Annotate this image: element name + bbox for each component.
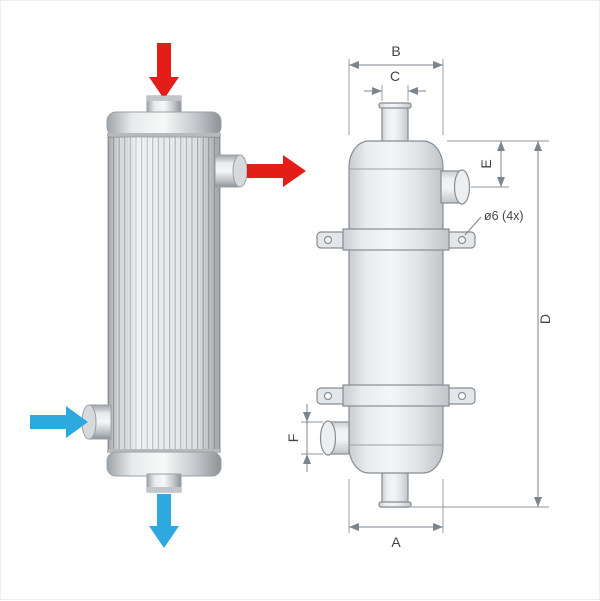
top-cap [106,111,222,137]
hole-callout: ø6 (4x) [464,209,524,236]
dim-d: D [411,141,553,508]
bracket-hole [323,235,333,245]
bottom-nozzle [146,473,182,493]
dim-label-a: A [391,534,401,550]
dim-b: B [348,43,444,135]
bottom-cap [106,449,222,477]
outline-upper-nozzle [440,169,471,205]
dim-e: E [447,140,549,188]
upper-bracket [316,228,476,251]
cold-outlet-arrow-icon [149,494,179,548]
hot-outlet-arrow-icon [247,155,306,187]
dim-label-e: E [478,159,494,168]
hot-outlet-nozzle [214,154,248,188]
lower-bracket [316,384,476,407]
dimension-view: B C E D [285,43,553,550]
hole-note: ø6 (4x) [484,209,524,223]
outline-bottom-pipe [378,468,412,508]
dim-a: A [348,479,444,550]
outline-top-pipe [378,102,412,144]
cold-inlet-nozzle [81,404,112,440]
bracket-hole [457,235,467,245]
outline-lower-nozzle [319,420,350,456]
bracket-hole [323,391,333,401]
cold-inlet-arrow-icon [30,406,88,438]
dim-c: C [364,68,426,101]
dim-label-c: C [390,68,400,84]
dim-label-d: D [537,314,553,324]
top-nozzle [146,95,182,115]
dim-label-b: B [391,43,400,59]
outline-vessel-body [348,140,444,474]
bracket-hole [457,391,467,401]
dim-label-f: F [285,434,301,443]
finned-body [107,136,221,452]
hot-inlet-arrow-icon [149,43,179,99]
dim-f: F [285,404,323,472]
rendered-view [30,43,306,548]
